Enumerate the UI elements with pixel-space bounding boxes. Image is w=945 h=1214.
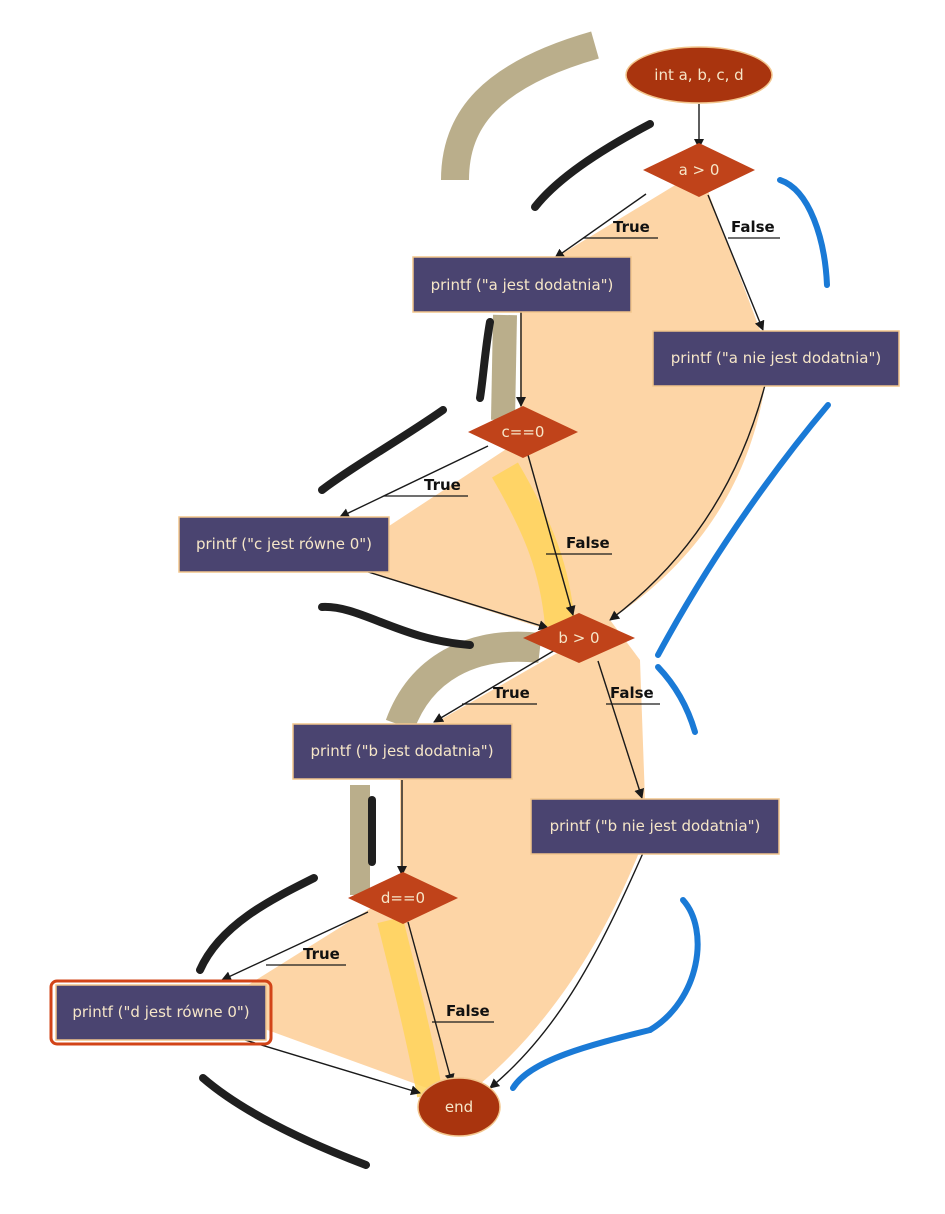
edge-cond-b-false: [597, 660, 645, 799]
black-stroke-d-true: [196, 874, 318, 974]
black-stroke-b: [318, 602, 474, 649]
edge-label-d-true: True: [266, 945, 346, 966]
svg-text:printf ("b nie jest dodatnia"): printf ("b nie jest dodatnia"): [550, 817, 761, 835]
end-node[interactable]: end: [417, 1077, 501, 1137]
decision-c-zero[interactable]: c==0: [468, 406, 578, 458]
blue-stroke-a-merge: [655, 402, 831, 658]
svg-text:a > 0: a > 0: [679, 161, 720, 179]
blue-stroke-a-false: [777, 177, 830, 288]
svg-text:b > 0: b > 0: [558, 629, 599, 647]
svg-text:c==0: c==0: [502, 423, 545, 441]
khaki-highlight-a-to-c: [491, 314, 517, 421]
black-stroke-a-to-c: [476, 318, 494, 402]
decision-b-positive[interactable]: b > 0: [523, 613, 635, 663]
svg-text:True: True: [613, 218, 650, 236]
black-stroke-a-true: [531, 120, 654, 211]
yellow-highlight-d-false: [377, 916, 443, 1098]
svg-text:False: False: [731, 218, 775, 236]
blue-stroke-b-false: [655, 664, 698, 735]
edge-label-a-true: True: [583, 218, 658, 239]
black-stroke-bottom: [199, 1074, 370, 1169]
edge-print-a-neg-to-cond-b: [609, 384, 766, 621]
edge-cond-c-true: [339, 445, 489, 518]
yellow-highlight-c-false: [492, 462, 575, 627]
svg-text:False: False: [566, 534, 610, 552]
svg-text:printf ("a jest dodatnia"): printf ("a jest dodatnia"): [431, 276, 614, 294]
svg-text:True: True: [424, 476, 461, 494]
start-node[interactable]: int a, b, c, d: [625, 46, 773, 104]
khaki-highlight-top: [441, 31, 599, 181]
edge-print-c-zero-to-cond-b: [364, 570, 549, 631]
process-print-b-positive[interactable]: printf ("b jest dodatnia"): [292, 723, 513, 780]
decision-d-zero[interactable]: d==0: [348, 872, 458, 924]
edge-label-c-false: False: [546, 534, 612, 555]
process-print-b-not-positive[interactable]: printf ("b nie jest dodatnia"): [530, 798, 780, 855]
edge-label-b-true: True: [462, 684, 537, 705]
svg-text:printf ("a nie jest dodatnia"): printf ("a nie jest dodatnia"): [671, 349, 881, 367]
edge-cond-d-true: [221, 911, 369, 981]
svg-text:printf ("b jest dodatnia"): printf ("b jest dodatnia"): [310, 742, 493, 760]
edge-cond-d-false: [407, 921, 455, 1084]
blue-stroke-end: [510, 1027, 653, 1091]
svg-text:False: False: [446, 1002, 490, 1020]
flow-region-background: [240, 170, 765, 1100]
svg-text:d==0: d==0: [381, 889, 425, 907]
svg-text:printf ("d jest równe 0"): printf ("d jest równe 0"): [72, 1003, 249, 1021]
process-print-a-positive[interactable]: printf ("a jest dodatnia"): [412, 256, 632, 313]
edge-print-d-zero-to-end: [244, 1039, 421, 1096]
svg-text:True: True: [493, 684, 530, 702]
svg-text:end: end: [445, 1098, 473, 1116]
edge-cond-a-true: [554, 193, 647, 259]
edge-cond-b-true: [433, 649, 556, 723]
blue-stroke-end-top: [647, 897, 701, 1033]
process-print-d-zero-selected[interactable]: printf ("d jest równe 0"): [49, 979, 273, 1046]
black-stroke-c-true: [318, 406, 447, 494]
decision-a-positive[interactable]: a > 0: [643, 143, 755, 197]
edge-label-b-false: False: [606, 684, 660, 705]
process-print-a-not-positive[interactable]: printf ("a nie jest dodatnia"): [652, 330, 900, 387]
svg-text:False: False: [610, 684, 654, 702]
khaki-highlight-b: [385, 631, 542, 731]
svg-text:int a, b, c, d: int a, b, c, d: [654, 66, 743, 84]
edge-cond-c-false: [527, 454, 576, 616]
svg-text:True: True: [303, 945, 340, 963]
process-print-c-zero[interactable]: printf ("c jest równe 0"): [178, 516, 390, 573]
svg-text:printf ("c jest równe 0"): printf ("c jest równe 0"): [196, 535, 372, 553]
edge-label-d-false: False: [432, 1002, 494, 1023]
edge-label-a-false: False: [728, 218, 780, 239]
edge-label-c-true: True: [384, 476, 468, 497]
edge-print-b-neg-to-end: [489, 852, 644, 1089]
edge-cond-a-false: [707, 194, 765, 331]
